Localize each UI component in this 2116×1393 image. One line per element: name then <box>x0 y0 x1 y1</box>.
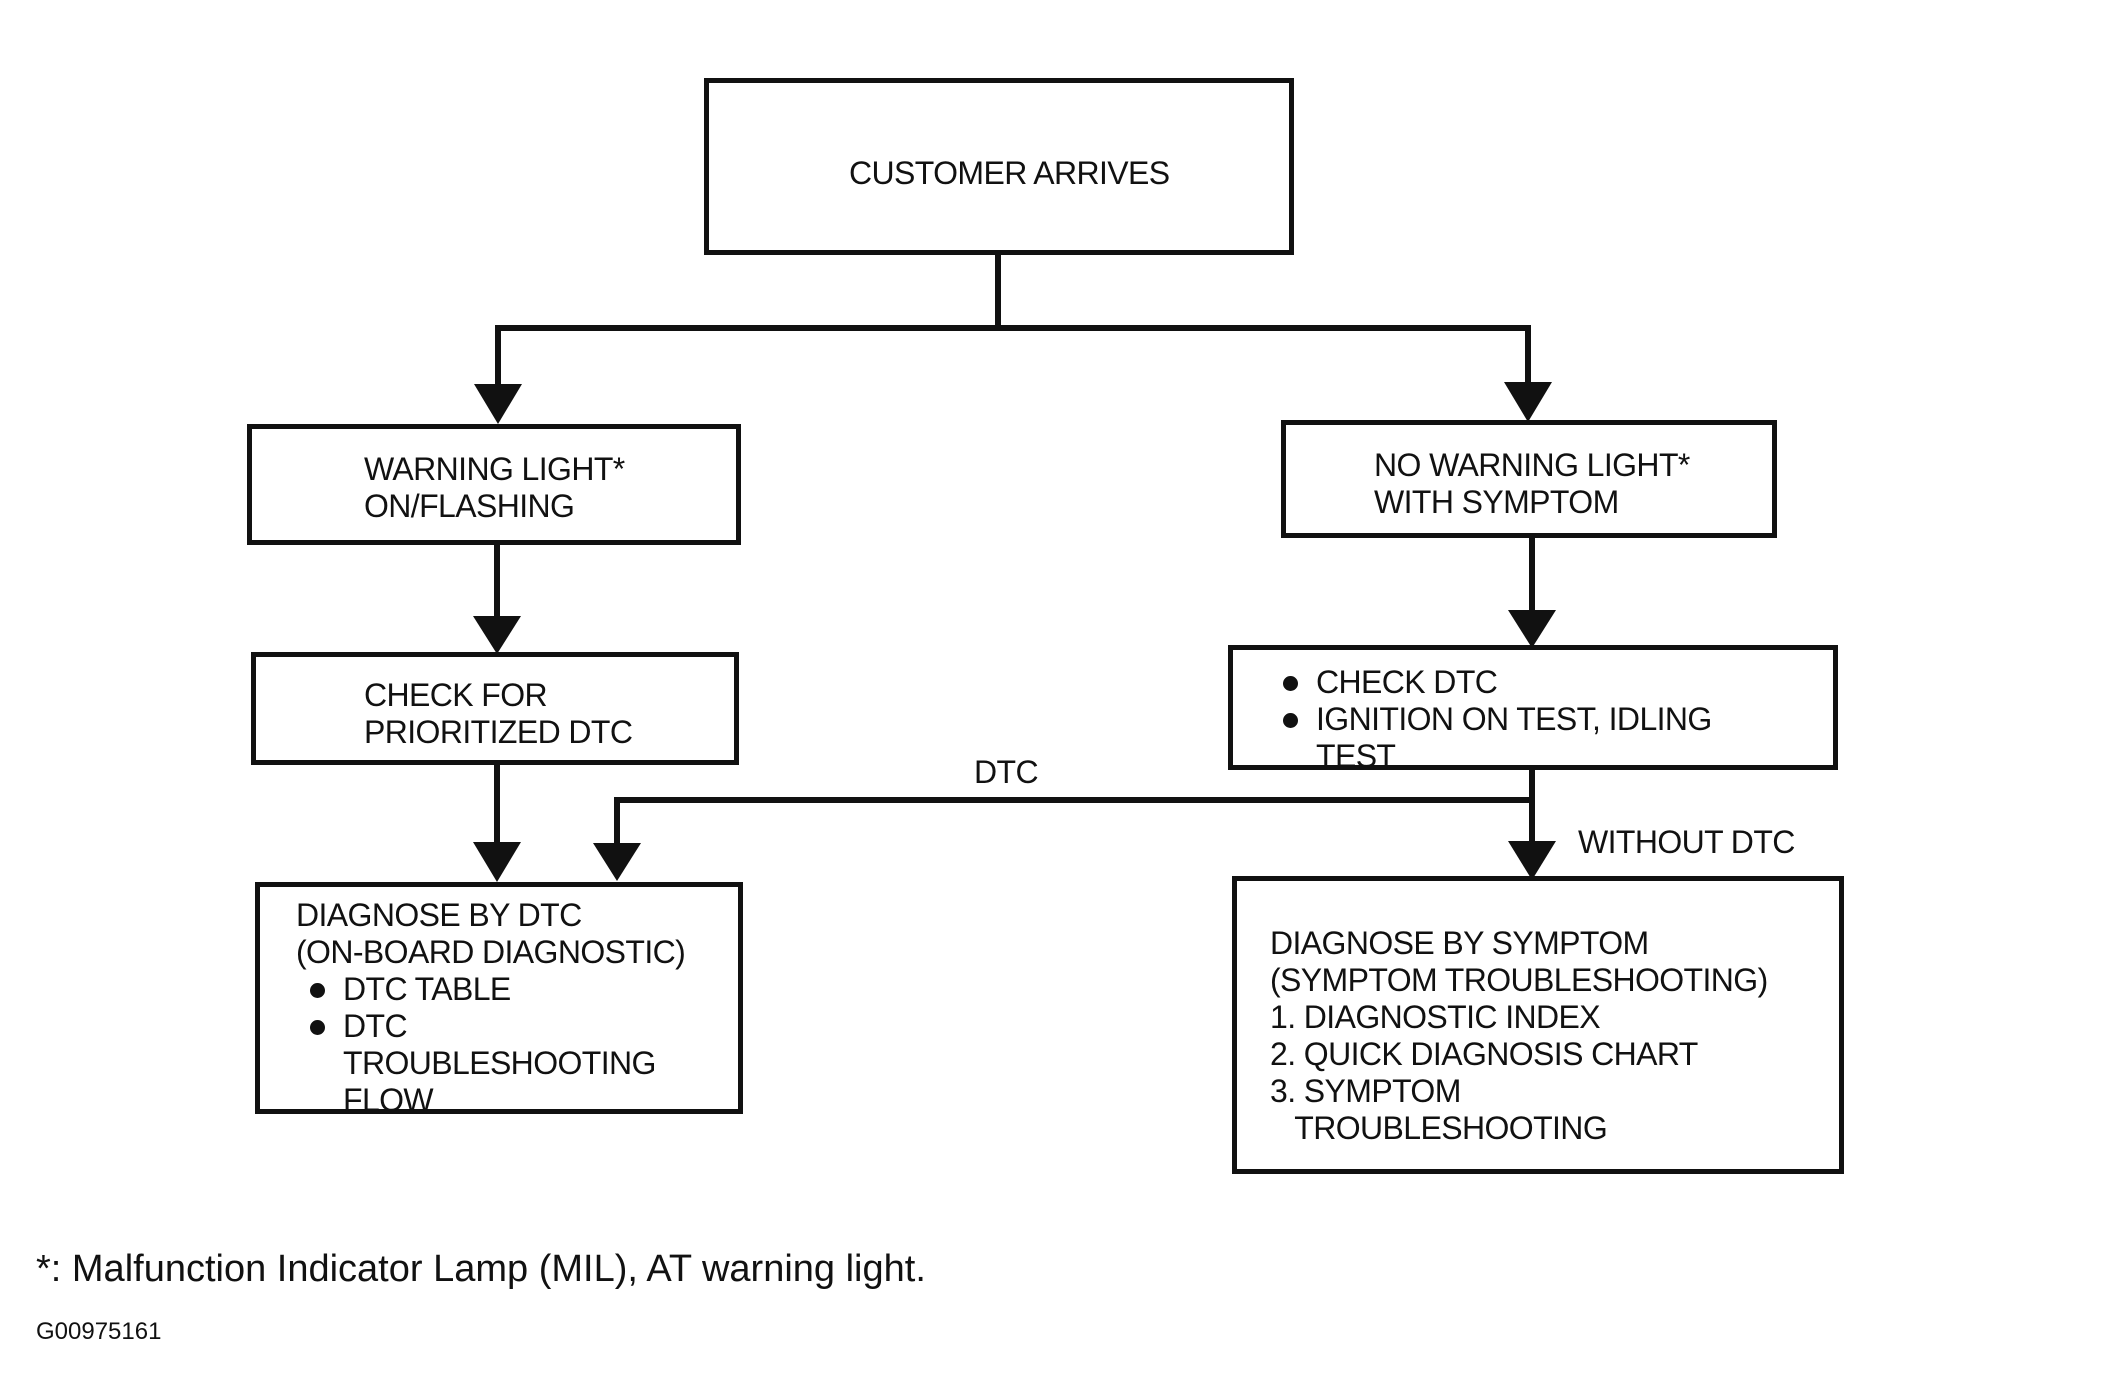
arrowhead-dtc-branch <box>593 843 641 881</box>
arrowhead-check-dtc <box>1508 610 1556 648</box>
check-prioritized-line-2: PRIORITIZED DTC <box>364 714 633 750</box>
arrowhead-diagnose-symptom <box>1508 841 1556 880</box>
diagnose-symptom-line-2: (SYMPTOM TROUBLESHOOTING) <box>1270 962 1768 998</box>
diagnose-symptom-line-6: TROUBLESHOOTING <box>1270 1110 1608 1146</box>
edge-label-dtc: DTC <box>974 754 1039 790</box>
check-dtc-bullet-1-line-1: CHECK DTC <box>1316 664 1498 700</box>
diagnose-dtc-bullet-2: DTC TROUBLESHOOTING FLOW <box>296 1008 738 1119</box>
bullet-dot <box>1283 676 1298 691</box>
diagnose-by-symptom-box: DIAGNOSE BY SYMPTOM (SYMPTOM TROUBLESHOO… <box>1232 876 1844 1174</box>
diagnose-dtc-bullet-2-line-1: DTC <box>343 1008 408 1044</box>
branch-left-line <box>495 325 998 386</box>
diagnose-dtc-line-2: (ON-BOARD DIAGNOSTIC) <box>296 934 686 970</box>
diagnose-dtc-line-1: DIAGNOSE BY DTC <box>296 897 582 933</box>
no-warning-light-line-2: WITH SYMPTOM <box>1374 484 1619 520</box>
dtc-branch-line <box>614 770 1535 845</box>
check-dtc-bullet-2-line-1: IGNITION ON TEST, IDLING <box>1316 701 1712 737</box>
arrowhead-left <box>474 384 522 424</box>
no-warning-light-box: NO WARNING LIGHT* WITH SYMPTOM <box>1281 420 1777 538</box>
check-prioritized-line-1: CHECK FOR <box>364 677 548 713</box>
check-dtc-bullet-1: CHECK DTC <box>1283 664 1833 701</box>
diagnose-dtc-bullet-1-line-1: DTC TABLE <box>343 971 511 1007</box>
branch-right-line <box>998 325 1531 384</box>
customer-arrives-label: CUSTOMER ARRIVES <box>849 155 1170 191</box>
check-dtc-bullet-2-line-2: TEST <box>1316 738 1396 774</box>
diagnose-symptom-line-1: DIAGNOSE BY SYMPTOM <box>1270 925 1649 961</box>
warning-light-line-1: WARNING LIGHT* <box>364 451 625 487</box>
check-prioritized-dtc-box: CHECK FOR PRIORITIZED DTC <box>251 652 739 765</box>
no-warning-light-line-1: NO WARNING LIGHT* <box>1374 447 1690 483</box>
edge-label-without-dtc: WITHOUT DTC <box>1578 824 1795 860</box>
check-dtc-box: CHECK DTC IGNITION ON TEST, IDLING TEST <box>1228 645 1838 774</box>
diagnose-symptom-line-3: 1. DIAGNOSTIC INDEX <box>1270 999 1601 1035</box>
bullet-dot <box>310 983 325 998</box>
customer-arrives-box: CUSTOMER ARRIVES <box>704 78 1294 255</box>
arrowhead-check-prioritized <box>473 616 521 654</box>
diagnose-dtc-bullet-1: DTC TABLE <box>296 971 738 1008</box>
diagnose-symptom-line-5: 3. SYMPTOM <box>1270 1073 1461 1109</box>
diagnose-by-dtc-box: DIAGNOSE BY DTC (ON-BOARD DIAGNOSTIC) DT… <box>255 882 743 1118</box>
diagnose-dtc-bullet-2-line-3: FLOW <box>343 1082 434 1118</box>
warning-light-line-2: ON/FLASHING <box>364 488 575 524</box>
warning-light-box: WARNING LIGHT* ON/FLASHING <box>247 424 741 545</box>
figure-id: G00975161 <box>36 1318 162 1345</box>
diagnose-symptom-line-4: 2. QUICK DIAGNOSIS CHART <box>1270 1036 1698 1072</box>
bullet-dot <box>1283 713 1298 728</box>
diagnose-dtc-bullet-2-line-2: TROUBLESHOOTING <box>343 1045 656 1081</box>
footnote: *: Malfunction Indicator Lamp (MIL), AT … <box>36 1248 926 1290</box>
arrowhead-diagnose-dtc <box>473 842 521 882</box>
check-dtc-bullet-2: IGNITION ON TEST, IDLING TEST <box>1283 701 1833 775</box>
arrowhead-right <box>1504 382 1552 422</box>
bullet-dot <box>310 1020 325 1035</box>
